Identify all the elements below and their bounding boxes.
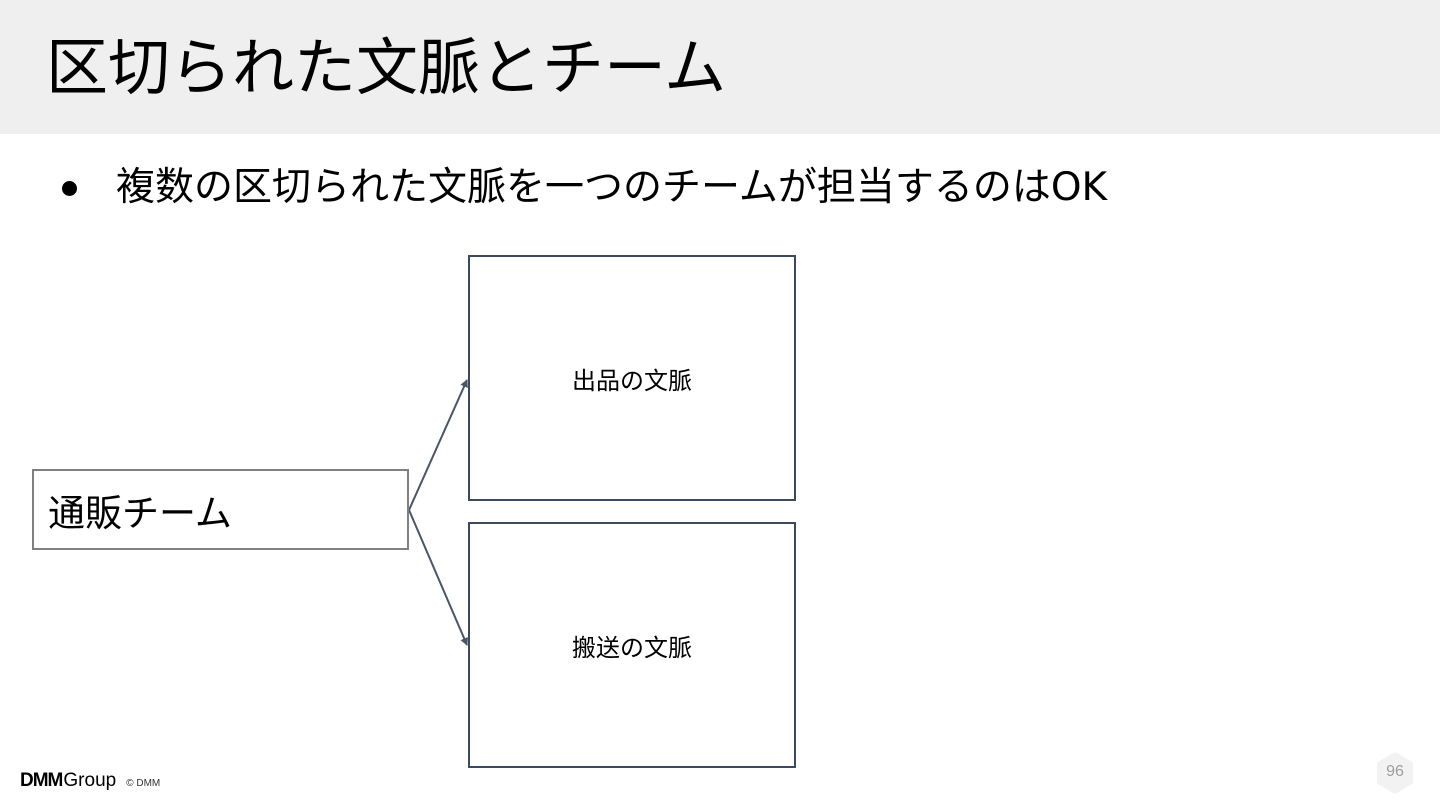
context-label: 搬送の文脈 bbox=[572, 633, 692, 662]
context-label: 出品の文脈 bbox=[572, 366, 692, 395]
bullet-list: 複数の区切られた文脈を一つのチームが担当するのはOK bbox=[60, 160, 1107, 216]
dmm-group-logo: DMM Group © DMM bbox=[20, 770, 160, 792]
page-number: 96 bbox=[1386, 763, 1404, 780]
title-band bbox=[0, 0, 1440, 134]
arrow-to-listing-context bbox=[408, 379, 468, 511]
team-box: 通販チーム bbox=[32, 469, 409, 550]
copyright-text: © DMM bbox=[126, 778, 161, 789]
hexagon-icon bbox=[1377, 752, 1413, 794]
bullet-item: 複数の区切られた文脈を一つのチームが担当するのはOK bbox=[60, 160, 1107, 216]
bullet-dot-icon bbox=[62, 181, 77, 196]
bullet-text: 複数の区切られた文脈を一つのチームが担当するのはOK bbox=[116, 165, 1108, 210]
logo-group-text: Group bbox=[63, 770, 117, 791]
slide-title: 区切られた文脈とチーム bbox=[46, 31, 727, 104]
team-label: 通販チーム bbox=[48, 491, 232, 535]
arrow-to-shipping-context bbox=[408, 509, 468, 646]
page-number-badge: 96 bbox=[1376, 751, 1414, 795]
logo-mark: DMM bbox=[20, 770, 63, 791]
context-box-listing: 出品の文脈 bbox=[468, 255, 796, 501]
context-box-shipping: 搬送の文脈 bbox=[468, 522, 796, 768]
